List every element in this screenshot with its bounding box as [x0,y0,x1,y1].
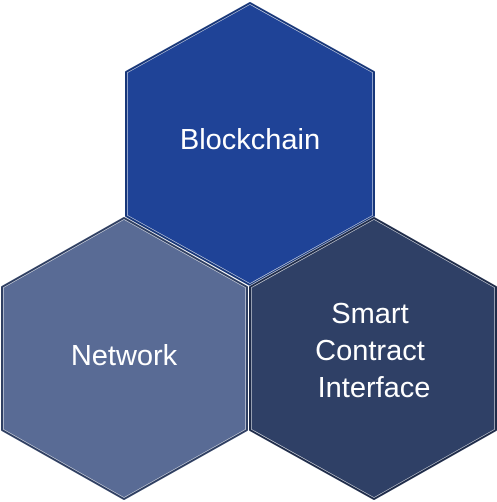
hex-blockchain-label: Blockchain [180,124,320,156]
hex-blockchain: Blockchain [124,1,376,287]
hex-smart-contract-interface-border [249,217,497,500]
hex-network-label: Network [71,340,178,372]
hex-network-border [1,217,248,500]
hex-smart-contract-interface-label: Smart Contract Interface [315,298,433,404]
label-line-contract: Contract [315,335,425,367]
label-line-interface: Interface [318,372,431,404]
hex-network: Network [0,216,249,501]
hex-smart-contract-interface: Smart Contract Interface [248,216,497,501]
label-line-smart: Smart [331,298,408,330]
hex-blockchain-border [125,2,375,286]
